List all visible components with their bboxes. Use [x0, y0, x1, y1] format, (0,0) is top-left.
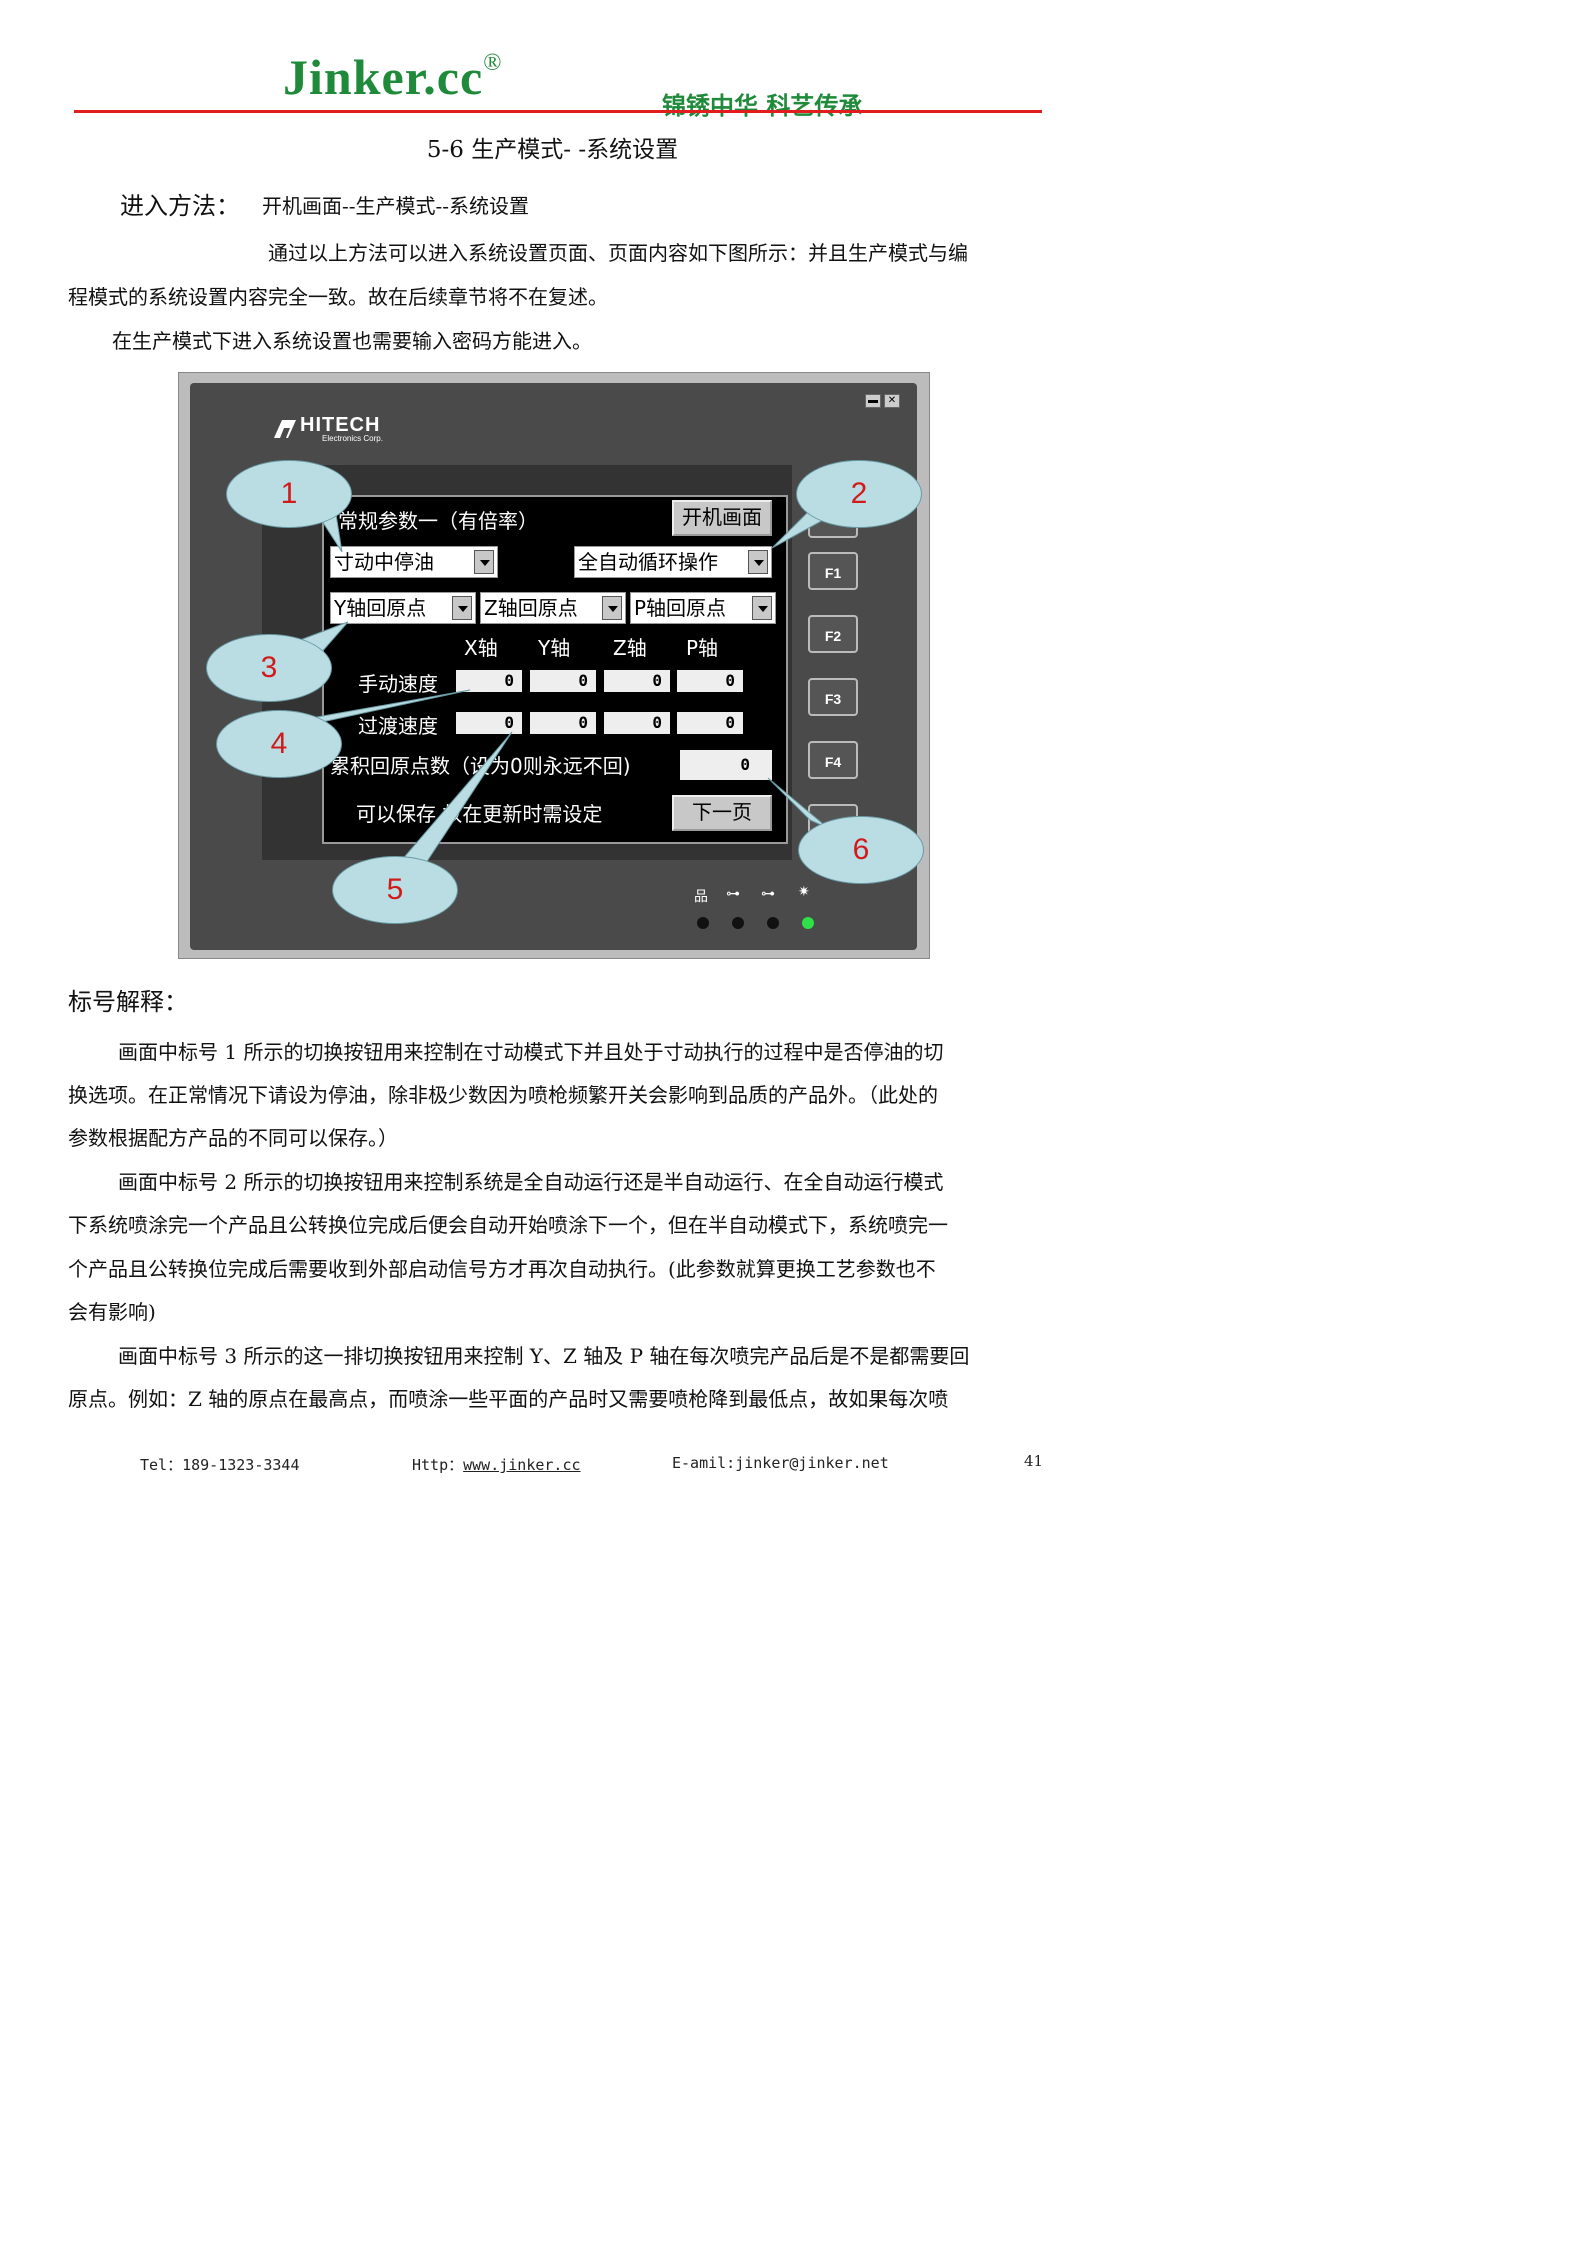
fkey-f3[interactable]: F3: [808, 678, 858, 716]
callout-6: 6: [798, 816, 924, 884]
screen-title: 常规参数一（有倍率）: [338, 509, 538, 533]
logo-sub: Electronics Corp.: [322, 434, 383, 443]
slogan: 锦锈中华 科艺传承: [662, 92, 863, 120]
cycle-mode-dropdown[interactable]: 全自动循环操作: [574, 546, 772, 578]
manual-speed-z[interactable]: 0: [604, 670, 670, 692]
p1-line-3: 参数根据配方产品的不同可以保存。）: [68, 1126, 398, 1150]
axis-header-z: Z轴: [613, 636, 647, 660]
home-screen-button[interactable]: 开机画面: [672, 500, 772, 536]
brand-logo: Jinker.cc®: [283, 49, 503, 105]
z-home-dropdown-value: Z轴回原点: [484, 596, 578, 620]
cycle-mode-dropdown-value: 全自动循环操作: [578, 550, 718, 574]
callout-2: 2: [796, 460, 922, 528]
status-led: [767, 917, 779, 929]
intro-line-2: 程模式的系统设置内容完全一致。故在后续章节将不在复述。: [68, 285, 608, 309]
intro-line-3: 在生产模式下进入系统设置也需要输入密码方能进入。: [112, 329, 592, 353]
network-icon: 品: [694, 889, 708, 905]
callout-pointers: [298, 499, 839, 867]
p-home-dropdown[interactable]: P轴回原点: [630, 592, 776, 624]
callout-4: 4: [216, 710, 342, 778]
next-page-button[interactable]: 下一页: [672, 795, 772, 831]
manual-speed-y[interactable]: 0: [530, 670, 596, 692]
close-icon[interactable]: ✕: [884, 394, 900, 408]
page-number: 41: [1024, 1452, 1044, 1470]
p2-line-4: 会有影响): [68, 1300, 156, 1324]
y-home-dropdown-value: Y轴回原点: [334, 596, 427, 620]
method-path: 开机画面--生产模式--系统设置: [262, 194, 530, 218]
minimize-icon[interactable]: ▬: [865, 394, 881, 408]
p1-line-2: 换选项。在正常情况下请设为停油，除非极少数因为喷枪频繁开关会影响到品质的产品外。…: [68, 1083, 938, 1107]
p2-line-2: 下系统喷涂完一个产品且公转换位完成后便会自动开始喷涂下一个，但在半自动模式下，系…: [68, 1213, 948, 1237]
home-count-field[interactable]: 0: [680, 750, 772, 780]
y-home-dropdown[interactable]: Y轴回原点: [330, 592, 476, 624]
footer-website-link[interactable]: www.jinker.cc: [463, 1456, 581, 1474]
lamp-icon: ✷: [798, 884, 810, 900]
callout-1: 1: [226, 460, 352, 528]
footer-email: E-amil:jinker@jinker.net: [672, 1454, 889, 1472]
explanation-heading: 标号解释：: [68, 988, 188, 1016]
chevron-down-icon[interactable]: [474, 550, 494, 574]
method-label: 进入方法：: [120, 192, 240, 220]
intro-line-1: 通过以上方法可以进入系统设置页面、页面内容如下图所示：并且生产模式与编: [268, 241, 968, 265]
manual-speed-label: 手动速度: [358, 672, 438, 696]
p1-line-1: 画面中标号 1 所示的切换按钮用来控制在寸动模式下并且处于寸动执行的过程中是否停…: [118, 1040, 944, 1064]
status-led: [697, 917, 709, 929]
chevron-down-icon[interactable]: [452, 596, 472, 620]
axis-header-x: X轴: [464, 636, 498, 660]
fkey-f2[interactable]: F2: [808, 615, 858, 653]
fkey-f4[interactable]: F4: [808, 741, 858, 779]
transition-speed-z[interactable]: 0: [604, 712, 670, 734]
oil-stop-dropdown-value: 寸动中停油: [334, 550, 434, 574]
hitech-logo-icon: [274, 420, 296, 438]
fkey-f1[interactable]: F1: [808, 552, 858, 590]
key-icon: ⊶: [726, 886, 740, 902]
section-title: 5-6 生产模式- -系统设置: [426, 137, 679, 163]
header-divider: [74, 110, 1042, 113]
hitech-logo: HITECH Electronics Corp.: [300, 414, 383, 443]
footer-http: Http：www.jinker.cc: [412, 1454, 581, 1475]
transition-speed-x[interactable]: 0: [456, 712, 522, 734]
footer-tel: Tel：189-1323-3344: [140, 1456, 300, 1474]
chevron-down-icon[interactable]: [752, 596, 772, 620]
callout-5: 5: [332, 856, 458, 924]
p3-line-1: 画面中标号 3 所示的这一排切换按钮用来控制 Y、Z 轴及 P 轴在每次喷完产品…: [118, 1344, 970, 1368]
status-led: [732, 917, 744, 929]
brand-name: Jinker.cc: [283, 49, 484, 105]
callout-3: 3: [206, 634, 332, 702]
oil-stop-dropdown[interactable]: 寸动中停油: [330, 546, 498, 578]
power-led: [802, 917, 814, 929]
transition-speed-p[interactable]: 0: [677, 712, 743, 734]
registered-mark: ®: [483, 50, 503, 77]
logo-brand: HITECH: [300, 414, 381, 436]
axis-header-y: Y轴: [538, 636, 571, 660]
z-home-dropdown[interactable]: Z轴回原点: [480, 592, 626, 624]
chevron-down-icon[interactable]: [602, 596, 622, 620]
save-note: 可以保存 故在更新时需设定: [356, 802, 603, 826]
manual-speed-p[interactable]: 0: [677, 670, 743, 692]
p3-line-2: 原点。例如：Z 轴的原点在最高点，而喷涂一些平面的产品时又需要喷枪降到最低点，故…: [68, 1387, 949, 1411]
p-home-dropdown-value: P轴回原点: [634, 596, 727, 620]
footer-http-label: Http：: [412, 1456, 464, 1474]
transition-speed-y[interactable]: 0: [530, 712, 596, 734]
window-controls: ▬✕: [865, 388, 905, 408]
transition-speed-label: 过渡速度: [358, 714, 438, 738]
chevron-down-icon[interactable]: [748, 550, 768, 574]
p2-line-3: 个产品且公转换位完成后需要收到外部启动信号方才再次自动执行。(此参数就算更换工艺…: [68, 1257, 936, 1281]
axis-header-p: P轴: [686, 636, 719, 660]
key-icon: ⊶: [761, 886, 775, 902]
p2-line-1: 画面中标号 2 所示的切换按钮用来控制系统是全自动运行还是半自动运行、在全自动运…: [118, 1170, 944, 1194]
manual-speed-x[interactable]: 0: [456, 670, 522, 692]
